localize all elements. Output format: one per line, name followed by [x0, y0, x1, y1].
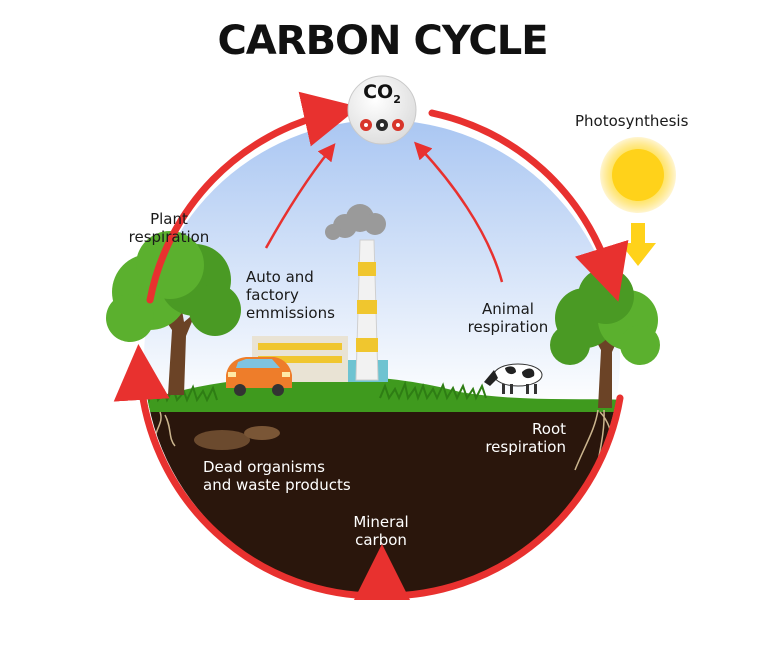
dead-organism-1 [194, 430, 250, 450]
smokestack-band [358, 262, 376, 276]
arrow-to-right-tree [428, 109, 629, 302]
car-icon [226, 357, 292, 396]
sunlight-arrow-icon [620, 223, 656, 266]
diagram-title: CARBON CYCLE [217, 18, 548, 64]
arrow-to-co2-left [146, 91, 360, 304]
factory-stripe [258, 343, 342, 350]
dead-organism-2 [244, 426, 280, 440]
cycle-arrows [113, 91, 629, 600]
label-photosynthesis: Photosynthesis [575, 112, 689, 130]
label-mineral-carbon: Mineral carbon [353, 513, 409, 549]
cow-icon [484, 363, 543, 394]
right-tree-canopy [550, 268, 660, 365]
sun-core [612, 149, 664, 201]
animal-respiration-arrow [414, 141, 504, 283]
label-animal-respiration: Animal respiration [467, 300, 549, 336]
smokestack-band [356, 338, 378, 352]
left-tree-canopy [106, 231, 241, 342]
auto-emission-arrow [264, 143, 336, 249]
label-dead-organisms: Dead organisms and waste products [203, 458, 351, 494]
label-root-respiration: Root respiration [485, 420, 566, 456]
arrow-to-left-tree [113, 344, 386, 600]
smokestack-band [357, 300, 377, 314]
label-plant-respiration: Plant respiration [128, 210, 210, 246]
arrow-right-lower [378, 394, 624, 600]
label-auto-factory-emissions: Auto and factory emmissions [246, 268, 335, 322]
smoke-cloud [325, 204, 386, 240]
co2-label: CO2 [363, 81, 401, 106]
factory-stripe [258, 356, 342, 363]
